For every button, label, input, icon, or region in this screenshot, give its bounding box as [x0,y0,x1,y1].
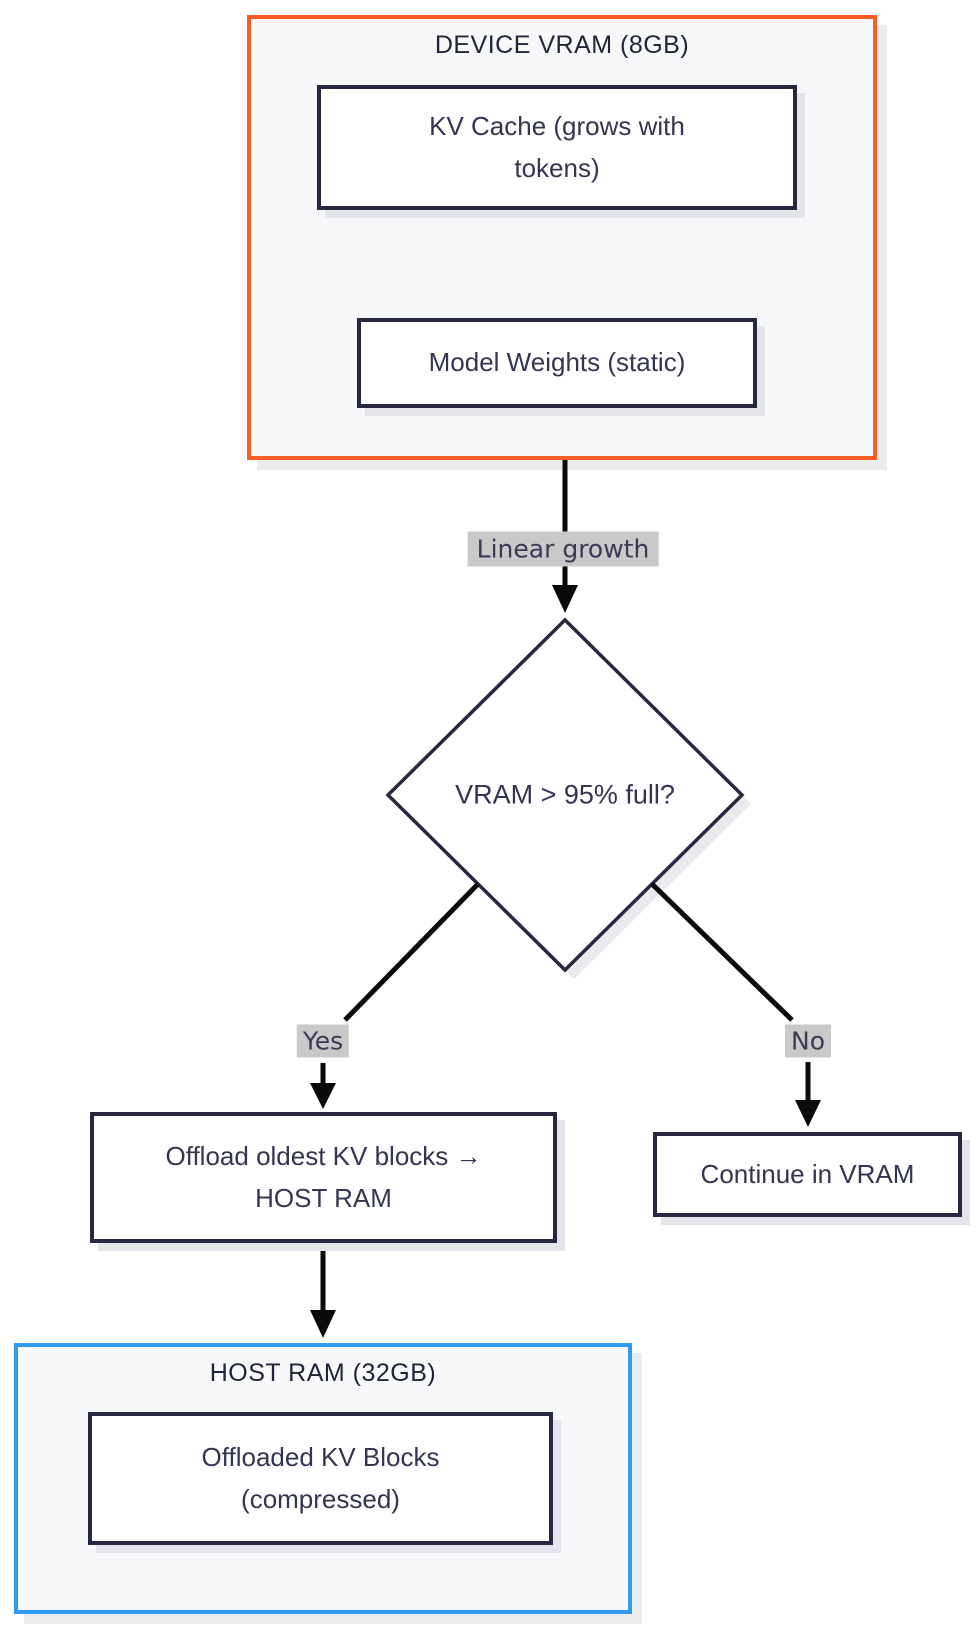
continue-in-vram-label: Continue in VRAM [700,1158,915,1189]
edge-decision-to-no [650,882,794,1022]
edge-label-yes: Yes [296,1024,350,1058]
offloaded-kv-blocks-node: Offloaded KV Blocks (compressed) [88,1412,553,1545]
model-weights-label: Model Weights (static) [428,347,686,378]
edge-decision-to-yes [343,882,480,1022]
offload-label-line1: Offload oldest KV blocks → [165,1141,482,1172]
arrowhead-no-to-continue [795,1100,821,1127]
offload-node: Offload oldest KV blocks → HOST RAM [90,1112,557,1243]
kv-cache-node: KV Cache (grows with tokens) [317,85,797,210]
arrowhead-vram-to-decision [552,585,578,613]
edge-label-no: No [785,1024,831,1058]
kv-cache-label-line2: tokens) [514,152,600,183]
kv-cache-label-line1: KV Cache (grows with [429,111,685,142]
host-ram-title: HOST RAM (32GB) [209,1359,437,1387]
offload-label-line2: HOST RAM [255,1182,392,1213]
offloaded-kv-label-line2: (compressed) [241,1483,400,1514]
arrowhead-offload-to-host [310,1310,336,1338]
device-vram-title: DEVICE VRAM (8GB) [434,31,690,59]
offloaded-kv-label-line1: Offloaded KV Blocks [201,1442,440,1473]
decision-label: VRAM > 95% full? [455,779,675,810]
arrowhead-yes-to-offload [310,1083,336,1109]
continue-in-vram-node: Continue in VRAM [653,1132,962,1217]
model-weights-node: Model Weights (static) [357,318,757,408]
edge-label-linear-growth: Linear growth [467,531,659,567]
